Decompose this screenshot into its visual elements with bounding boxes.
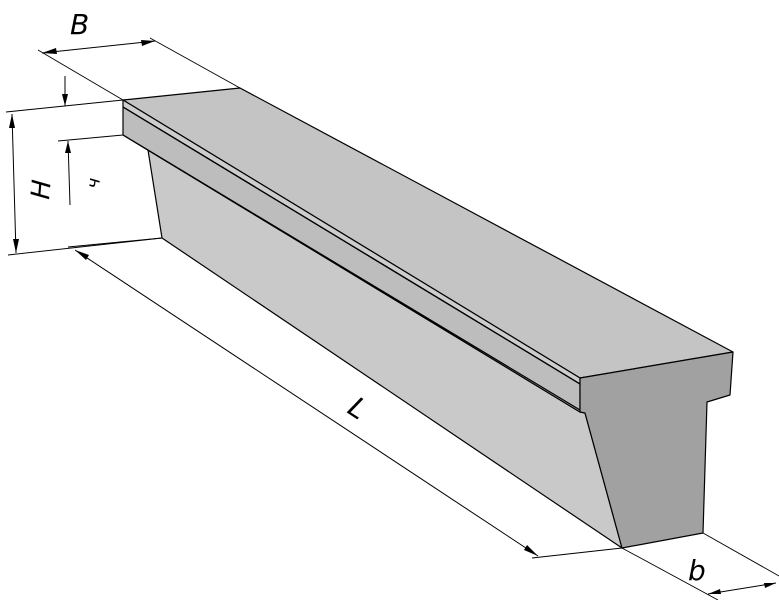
dimension-B: B bbox=[37, 8, 241, 101]
dimension-line-B bbox=[41, 40, 156, 54]
dimension-line-H bbox=[11, 113, 17, 254]
beam bbox=[122, 87, 734, 549]
extension-line-flange-bottom bbox=[57, 134, 124, 142]
extension-line-b-right bbox=[702, 532, 779, 577]
label-L: L bbox=[342, 390, 373, 426]
dimension-flange-height: ч bbox=[57, 76, 124, 206]
extension-line-L-far bbox=[67, 237, 163, 248]
arrowhead-H-bottom bbox=[13, 239, 19, 253]
label-H: H bbox=[26, 179, 58, 201]
label-b: b bbox=[688, 554, 706, 587]
arrowhead-b-left bbox=[708, 589, 721, 594]
dimension-line-L bbox=[74, 249, 539, 557]
arrowhead-flange-lower bbox=[65, 141, 71, 153]
arrowhead-flange-upper bbox=[62, 94, 68, 106]
top-ridge-line bbox=[122, 106, 581, 385]
label-flange-height: ч bbox=[83, 177, 105, 189]
arrowhead-b-right bbox=[764, 583, 776, 588]
arrowhead-B-right bbox=[141, 40, 155, 46]
label-B: B bbox=[70, 8, 89, 41]
extension-line-b-left bbox=[621, 547, 719, 600]
arrowhead-L-near bbox=[524, 545, 538, 556]
arrowhead-H-top bbox=[9, 114, 15, 128]
extension-line-L-near bbox=[531, 547, 623, 559]
extension-line-B-left bbox=[37, 49, 124, 101]
arrowhead-B-left bbox=[42, 48, 57, 54]
extension-line-B-right bbox=[149, 37, 241, 89]
dimension-b: b bbox=[621, 532, 779, 600]
arrowhead-L-far bbox=[75, 250, 89, 260]
